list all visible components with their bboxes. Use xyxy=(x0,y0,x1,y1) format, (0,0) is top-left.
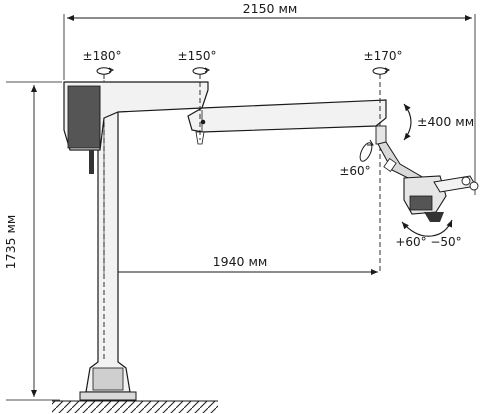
vertical-travel-label: ±400 мм xyxy=(417,114,474,129)
column-rotation-label: ±180° xyxy=(83,49,122,63)
arm-joint-rotation-label: ±150° xyxy=(178,49,217,63)
microscope-head xyxy=(375,125,479,222)
arm-end-rotation-label: ±170° xyxy=(364,49,403,63)
rotation-icon-column xyxy=(96,67,115,75)
rotation-icon-arm-joint xyxy=(192,67,211,75)
rotation-icon-arm-end xyxy=(372,67,391,75)
floor xyxy=(52,400,218,413)
tilt-arc-arrows-icon xyxy=(401,219,453,237)
tilt-label: ±60° xyxy=(339,164,370,178)
tilt-rotation-icon xyxy=(359,139,374,162)
reach-dimension: 1940 мм xyxy=(108,254,378,275)
height-dimension: 1735 мм xyxy=(3,81,62,401)
upper-arm-housing xyxy=(63,81,209,174)
overall-width-dimension: 2150 мм xyxy=(63,1,476,195)
tilt-forward-label: +60° xyxy=(395,235,426,249)
tilt-back-label: −50° xyxy=(430,235,461,249)
height-label: 1735 мм xyxy=(3,215,18,270)
swing-arm xyxy=(187,74,387,272)
reach-label: 1940 мм xyxy=(213,254,268,269)
overall-width-label: 2150 мм xyxy=(243,1,298,16)
vertical-travel-arrow-icon xyxy=(403,103,412,141)
